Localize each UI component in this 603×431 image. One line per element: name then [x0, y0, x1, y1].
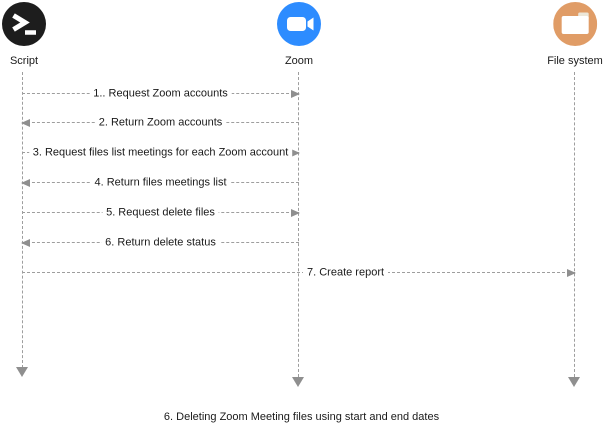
arrowhead-right: [567, 269, 576, 277]
actor-script: Script: [2, 2, 46, 67]
arrowhead-right: [291, 149, 300, 157]
actor-zoom-label: Zoom: [284, 55, 314, 67]
message-2-label: 2. Return Zoom accounts: [94, 116, 227, 130]
arrowhead-right: [291, 90, 300, 98]
message-5-label: 5. Request delete files: [102, 206, 219, 220]
actor-zoom: Zoom: [277, 2, 321, 67]
arrowhead-left: [21, 179, 30, 187]
lifeline-script-end-arrowhead: [16, 367, 28, 377]
message-4: 4. Return files meetings list: [21, 176, 299, 190]
lifeline-script: [22, 72, 23, 368]
message-5: 5. Request delete files: [22, 206, 300, 220]
lifeline-filesystem-end-arrowhead: [568, 377, 580, 387]
actor-filesystem: File system: [547, 2, 603, 67]
message-2: 2. Return Zoom accounts: [21, 116, 299, 130]
message-4-label: 4. Return files meetings list: [90, 176, 231, 190]
lifeline-zoom-end-arrowhead: [292, 377, 304, 387]
lifeline-zoom: [298, 72, 299, 377]
message-7: 7. Create report: [22, 266, 576, 280]
arrowhead-left: [21, 119, 30, 127]
message-1: 1.. Request Zoom accounts: [22, 87, 300, 101]
message-6-label: 6. Return delete status: [101, 236, 220, 250]
arrowhead-left: [21, 239, 30, 247]
message-6: 6. Return delete status: [21, 236, 299, 250]
actor-script-label: Script: [9, 55, 39, 67]
message-3-label: 3. Request files list meetings for each …: [28, 146, 293, 160]
terminal-icon: [2, 2, 46, 46]
lifeline-filesystem: [574, 72, 575, 377]
diagram-caption: 6. Deleting Zoom Meeting files using sta…: [163, 411, 440, 423]
message-1-label: 1.. Request Zoom accounts: [89, 87, 232, 101]
message-7-label: 7. Create report: [303, 266, 389, 280]
folder-icon: [553, 2, 597, 46]
actor-filesystem-label: File system: [547, 55, 603, 67]
message-3: 3. Request files list meetings for each …: [22, 146, 300, 160]
arrowhead-right: [291, 209, 300, 217]
video-camera-icon: [277, 2, 321, 46]
